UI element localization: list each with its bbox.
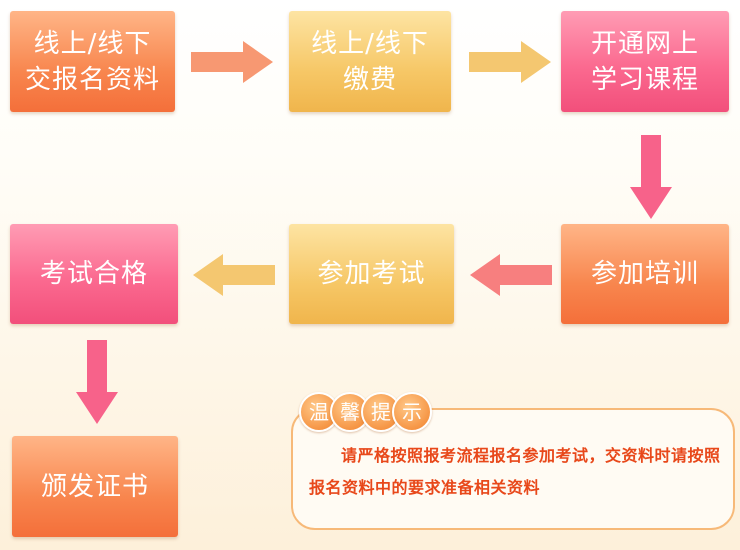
step-open-course-line1: 开通网上 [590, 28, 699, 59]
step-open-course: 开通网上 学习课程 [561, 11, 729, 112]
tip-badge-4: 示 [392, 392, 432, 432]
arrow-down-1 [630, 135, 672, 219]
step-training: 参加培训 [561, 224, 729, 324]
arrow-right-1 [191, 41, 273, 83]
step-exam-label: 参加考试 [317, 259, 426, 289]
arrow-down-2 [76, 340, 118, 424]
step-exam: 参加考试 [289, 224, 454, 324]
step-pass-exam-label: 考试合格 [39, 259, 148, 289]
step-training-label: 参加培训 [590, 259, 699, 289]
step-certificate: 颁发证书 [12, 436, 178, 537]
tip-box: 请严格按照报考流程报名参加考试，交资料时请按照报名资料中的要求准备相关资料 [291, 408, 735, 530]
step-payment-line1: 线上/线下 [311, 28, 429, 59]
arrow-left-2 [193, 254, 275, 296]
step-certificate-label: 颁发证书 [40, 471, 149, 502]
arrow-right-2 [469, 41, 551, 83]
step-submit-materials: 线上/线下 交报名资料 [10, 11, 175, 112]
step-payment-line2: 缴费 [342, 64, 397, 95]
step-payment: 线上/线下 缴费 [289, 11, 451, 112]
step-open-course-line2: 学习课程 [590, 64, 699, 95]
arrow-left-1 [470, 254, 552, 296]
step-pass-exam: 考试合格 [10, 224, 178, 324]
step-submit-materials-line2: 交报名资料 [24, 64, 160, 95]
step-submit-materials-line1: 线上/线下 [33, 28, 152, 59]
tip-text: 请严格按照报考流程报名参加考试，交资料时请按照报名资料中的要求准备相关资料 [309, 446, 721, 497]
